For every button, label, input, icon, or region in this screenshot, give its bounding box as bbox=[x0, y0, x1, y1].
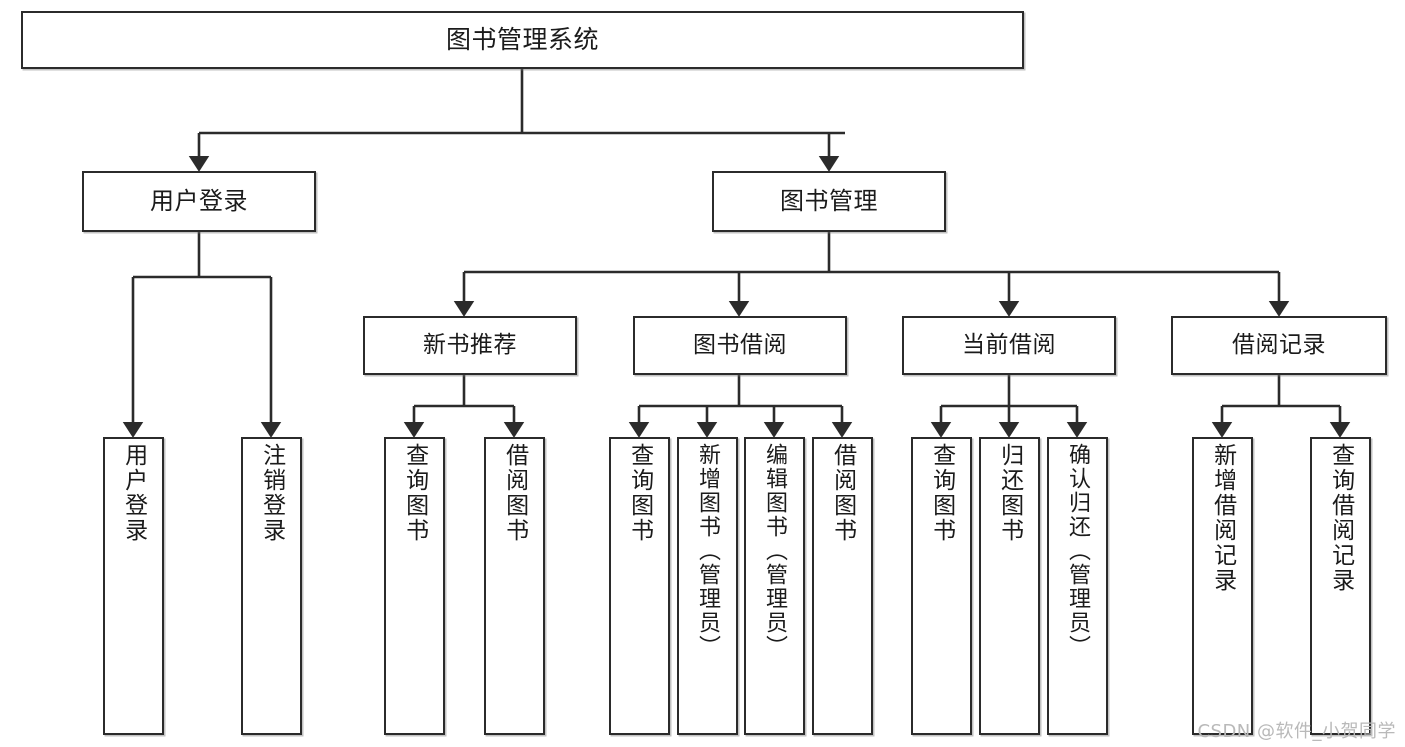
node-leaf-borrow-book-1-label: 借阅图书 bbox=[501, 443, 528, 543]
node-leaf-add-borrow-record-label: 新增借阅记录 bbox=[1209, 443, 1236, 593]
node-leaf-return-book[interactable]: 归还图书 bbox=[979, 437, 1040, 735]
node-leaf-confirm-return-admin-label: 确认归还（管理员） bbox=[1065, 443, 1091, 659]
node-leaf-user-login[interactable]: 用户登录 bbox=[103, 437, 164, 735]
node-leaf-logout-login[interactable]: 注销登录 bbox=[241, 437, 302, 735]
node-leaf-return-book-label: 归还图书 bbox=[996, 443, 1023, 543]
node-leaf-query-book-2-label: 查询图书 bbox=[626, 443, 653, 543]
node-root[interactable]: 图书管理系统 bbox=[21, 11, 1024, 69]
node-new-book-recommend-label: 新书推荐 bbox=[423, 331, 517, 358]
node-book-management[interactable]: 图书管理 bbox=[712, 171, 946, 232]
node-leaf-query-borrow-record-label: 查询借阅记录 bbox=[1327, 443, 1354, 593]
node-leaf-add-book-admin[interactable]: 新增图书（管理员） bbox=[677, 437, 738, 735]
node-leaf-logout-login-label: 注销登录 bbox=[258, 443, 285, 543]
node-user-login-label: 用户登录 bbox=[150, 187, 248, 216]
node-leaf-add-book-admin-label: 新增图书（管理员） bbox=[695, 443, 721, 659]
node-book-borrow-label: 图书借阅 bbox=[693, 331, 787, 358]
node-leaf-borrow-book-2-label: 借阅图书 bbox=[829, 443, 856, 543]
node-leaf-query-borrow-record[interactable]: 查询借阅记录 bbox=[1310, 437, 1371, 735]
node-user-login[interactable]: 用户登录 bbox=[82, 171, 316, 232]
node-leaf-query-book-3-label: 查询图书 bbox=[928, 443, 955, 543]
csdn-watermark: CSDN @软件_小贺同学 bbox=[1197, 721, 1396, 742]
node-book-borrow[interactable]: 图书借阅 bbox=[633, 316, 847, 375]
node-current-borrow-label: 当前借阅 bbox=[962, 331, 1056, 358]
node-book-management-label: 图书管理 bbox=[780, 187, 878, 216]
node-borrow-record-label: 借阅记录 bbox=[1232, 331, 1326, 358]
node-current-borrow[interactable]: 当前借阅 bbox=[902, 316, 1116, 375]
node-leaf-borrow-book-1[interactable]: 借阅图书 bbox=[484, 437, 545, 735]
node-leaf-user-login-label: 用户登录 bbox=[120, 443, 147, 543]
node-root-label: 图书管理系统 bbox=[445, 25, 599, 55]
node-borrow-record[interactable]: 借阅记录 bbox=[1171, 316, 1387, 375]
node-leaf-borrow-book-2[interactable]: 借阅图书 bbox=[812, 437, 873, 735]
node-leaf-query-book-1[interactable]: 查询图书 bbox=[384, 437, 445, 735]
node-leaf-add-borrow-record[interactable]: 新增借阅记录 bbox=[1192, 437, 1253, 735]
node-leaf-query-book-2[interactable]: 查询图书 bbox=[609, 437, 670, 735]
node-leaf-edit-book-admin-label: 编辑图书（管理员） bbox=[762, 443, 788, 659]
node-leaf-edit-book-admin[interactable]: 编辑图书（管理员） bbox=[744, 437, 805, 735]
node-leaf-query-book-3[interactable]: 查询图书 bbox=[911, 437, 972, 735]
node-new-book-recommend[interactable]: 新书推荐 bbox=[363, 316, 577, 375]
node-leaf-confirm-return-admin[interactable]: 确认归还（管理员） bbox=[1047, 437, 1108, 735]
node-leaf-query-book-1-label: 查询图书 bbox=[401, 443, 428, 543]
